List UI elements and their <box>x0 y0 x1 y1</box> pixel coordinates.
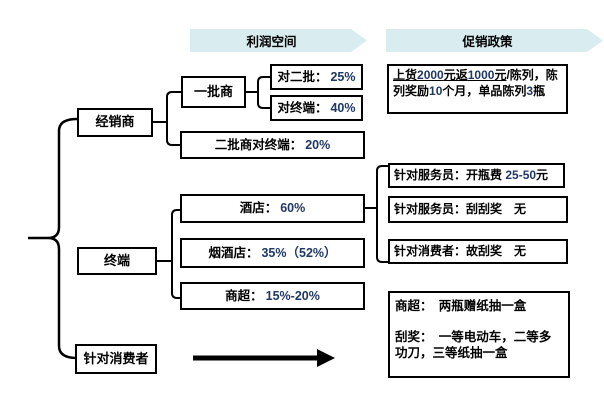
node-terminal-label: 终端 <box>103 252 130 268</box>
node-distributor-label: 经销商 <box>95 114 135 130</box>
consumer-arrow-head-icon <box>317 349 335 367</box>
second-tier-to-terminal-value: 20% <box>305 137 331 152</box>
to-terminal-value: 40% <box>330 100 356 115</box>
node-consumer: 针对消费者 <box>75 344 157 374</box>
node-terminal: 终端 <box>77 247 157 275</box>
profit-banner-arrow: 利润空间 <box>190 29 367 52</box>
hotel-value: 60% <box>280 201 306 216</box>
node-to-second-tier: 对二批：25% <box>270 64 363 90</box>
to-terminal-label: 对终端： <box>277 100 328 115</box>
promotion-banner-label: 促销政策 <box>462 35 513 49</box>
waiter-open-fee-pre: 针对服务员：开瓶费 <box>394 167 506 182</box>
node-first-tier-label: 一批商 <box>193 83 233 99</box>
node-supermarket: 商超：15%-20% <box>180 282 365 310</box>
supermarket-label: 商超： <box>225 288 263 303</box>
profit-banner-label: 利润空间 <box>246 35 297 49</box>
waiter-open-fee-text: 针对服务员：开瓶费 25-50元 <box>394 168 548 184</box>
left-brace-connector <box>47 117 78 360</box>
dp-seg3: 元返 <box>443 68 468 82</box>
node-hotel: 酒店：60% <box>180 194 365 223</box>
consumer-policy-gap <box>395 314 563 329</box>
promotion-banner-arrow: 促销政策 <box>386 29 603 52</box>
node-consumer-policy: 商超： 两瓶赠纸抽一盒 刮奖： 一等电动车，二等多功刀，三等纸抽一盒 <box>388 291 570 378</box>
tobacco-shop-value: 35%（52%） <box>261 245 337 260</box>
node-consumer-label: 针对消费者 <box>83 350 149 366</box>
node-waiter-open-fee: 针对服务员：开瓶费 25-50元 <box>388 163 565 188</box>
node-waiter-scratch: 针对服务员：刮刮奖 无 <box>388 196 568 223</box>
node-to-terminal: 对终端：40% <box>270 95 363 121</box>
node-consumer-scratch: 针对消费者：故刮奖 无 <box>388 239 568 264</box>
hotel-label: 酒店： <box>239 201 278 216</box>
dp-seg1: 上货 <box>393 68 418 82</box>
waiter-open-fee-post: 元 <box>536 167 549 182</box>
dp-seg10: 瓶 <box>533 83 546 98</box>
dp-seg6: /陈列，陈列奖励 <box>393 68 558 98</box>
dp-seg5: 元 <box>494 68 507 82</box>
dp-seg8: 个月，单品陈列 <box>442 83 527 98</box>
node-distributor-policy: 上货2000元返1000元/陈列，陈列奖励10个月，单品陈列3瓶 <box>387 64 568 114</box>
node-distributor: 经销商 <box>77 108 153 137</box>
terminal-bracket-connector <box>157 209 180 299</box>
distributor-bracket-connector <box>153 91 181 146</box>
hotel-promo-bracket-connector <box>365 165 388 263</box>
distributor-policy-text: 上货2000元返1000元/陈列，陈列奖励10个月，单品陈列3瓶 <box>393 68 562 99</box>
consumer-policy-line1: 商超： 两瓶赠纸抽一盒 <box>395 299 527 313</box>
supermarket-value: 15%-20% <box>265 288 320 303</box>
first-tier-bracket-connector <box>246 76 270 109</box>
to-second-tier-value: 25% <box>330 69 356 84</box>
node-first-tier: 一批商 <box>181 76 246 108</box>
node-tobacco-shop: 烟酒店：35%（52%） <box>180 238 365 268</box>
consumer-policy-text: 商超： 两瓶赠纸抽一盒 刮奖： 一等电动车，二等多功刀，三等纸抽一盒 <box>395 298 563 361</box>
dp-seg9: 3 <box>526 83 534 98</box>
waiter-open-fee-num: 25-50 <box>505 167 537 182</box>
dp-seg4: 1000 <box>467 68 495 82</box>
waiter-scratch-label: 针对服务员：刮刮奖 无 <box>394 201 527 216</box>
consumer-scratch-label: 针对消费者：故刮奖 无 <box>394 243 527 258</box>
to-second-tier-label: 对二批： <box>277 69 328 84</box>
dp-seg7: 10 <box>429 83 443 98</box>
node-second-tier-to-terminal: 二批商对终端：20% <box>180 131 365 159</box>
dp-seg2: 2000 <box>417 68 444 82</box>
consumer-policy-line2: 刮奖： 一等电动车，二等多功刀，三等纸抽一盒 <box>395 330 552 360</box>
second-tier-to-terminal-label: 二批商对终端： <box>214 137 303 152</box>
tobacco-shop-label: 烟酒店： <box>208 245 259 260</box>
